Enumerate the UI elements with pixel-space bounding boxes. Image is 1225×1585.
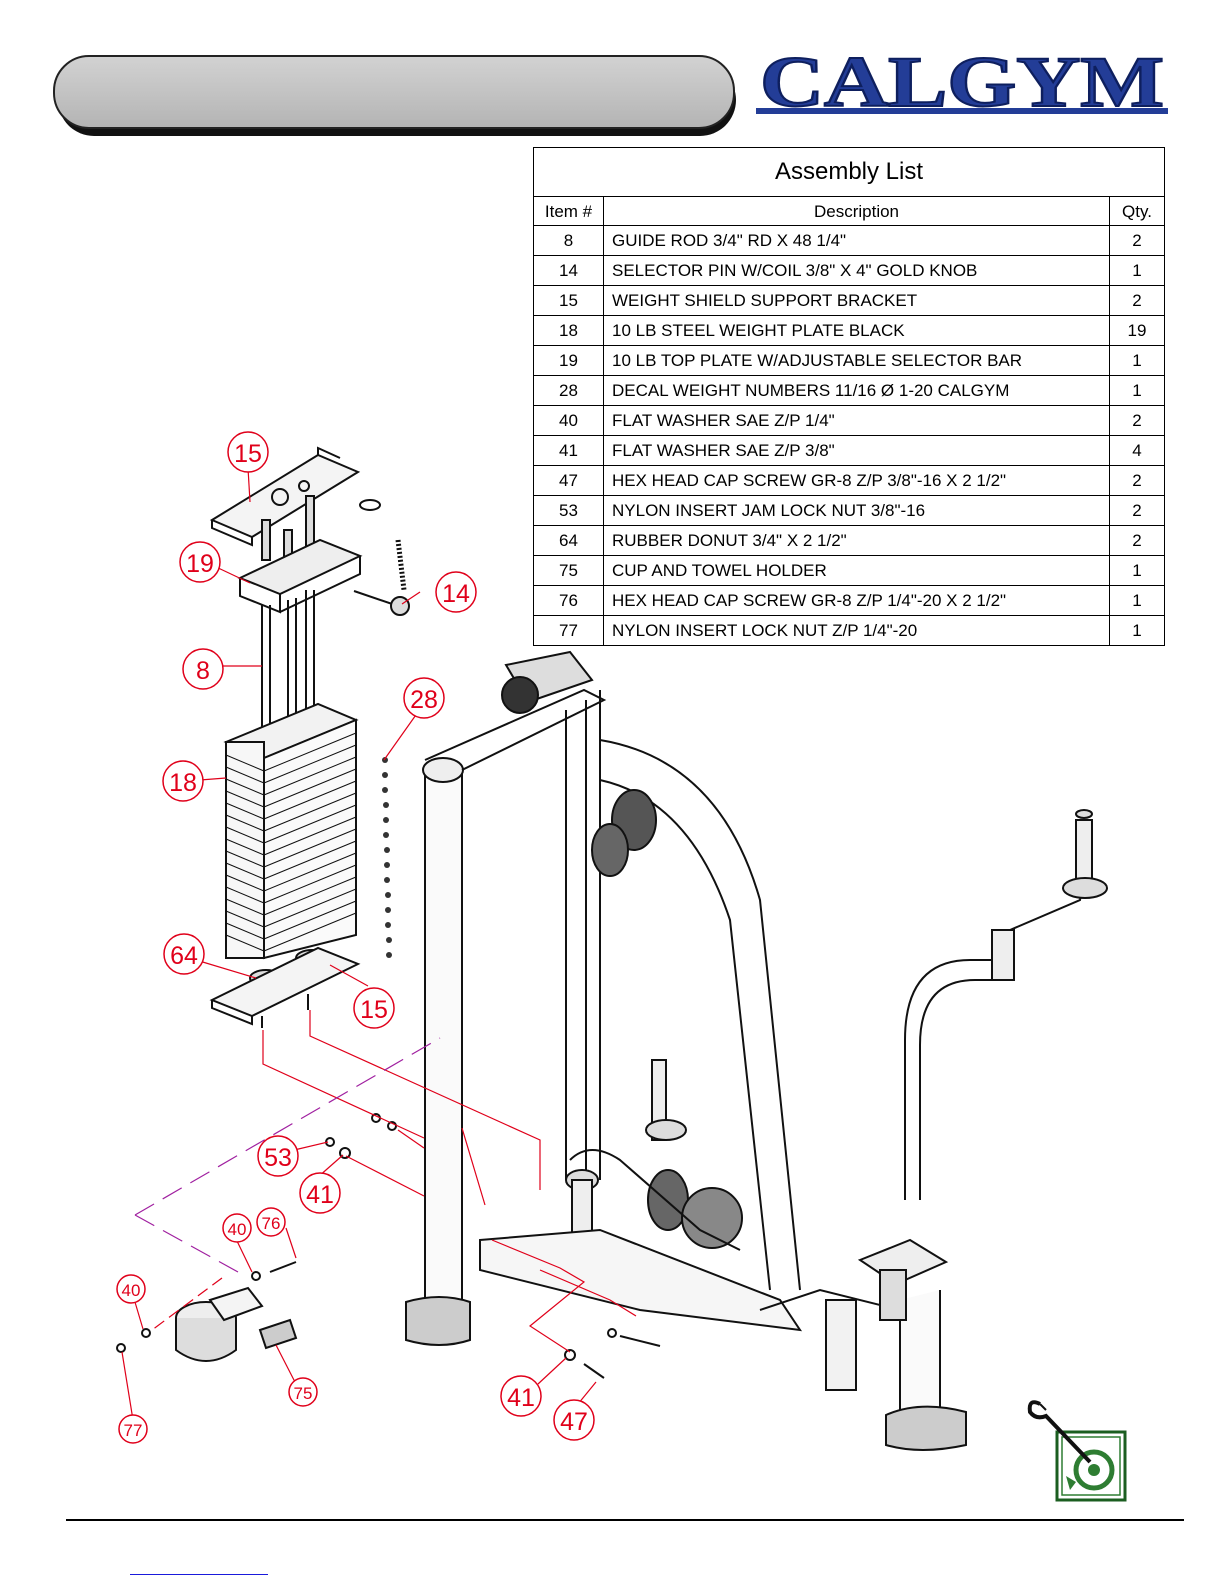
item-number: 47 [533,465,604,496]
item-description: HEX HEAD CAP SCREW GR-8 Z/P 3/8"-16 X 2 … [603,465,1110,496]
callout-19: 19 [186,550,214,578]
item-description: WEIGHT SHIELD SUPPORT BRACKET [603,285,1110,316]
item-qty: 1 [1108,255,1166,286]
item-description: CUP AND TOWEL HOLDER [603,555,1110,586]
callout-circle [435,571,477,613]
callout-circle [403,677,445,719]
callout-28: 28 [410,686,438,714]
item-number: 40 [533,405,604,436]
item-qty: 2 [1108,525,1166,556]
callout-18: 18 [169,769,197,797]
callout-41-lower: 41 [507,1384,535,1412]
item-description: RUBBER DONUT 3/4" X 2 1/2" [603,525,1110,556]
callout-circle [500,1375,542,1417]
callout-circle [353,987,395,1029]
calgym-logo: CALGYM [756,50,1168,120]
item-number: 41 [533,435,604,466]
callout-14: 14 [442,580,470,608]
item-number: 8 [533,225,604,256]
item-number: 76 [533,585,604,616]
callout-circle [182,648,224,690]
footer-rule [66,1519,1184,1521]
footer-link-underline[interactable] [130,1574,268,1575]
item-description: 10 LB STEEL WEIGHT PLATE BLACK [603,315,1110,346]
callout-circle [227,431,269,473]
item-qty: 2 [1108,495,1166,526]
callout-circle [179,541,221,583]
callout-15-top: 15 [234,440,262,468]
callout-circle [116,1274,146,1304]
callout-64: 64 [170,942,198,970]
item-number: 18 [533,315,604,346]
callout-circle [222,1213,252,1243]
callout-40-lower: 40 [122,1281,141,1300]
callout-circle [163,933,205,975]
item-description: GUIDE ROD 3/4" RD X 48 1/4" [603,225,1110,256]
item-qty: 1 [1108,585,1166,616]
callout-circle [257,1135,299,1177]
callout-77: 77 [124,1421,143,1440]
callout-53: 53 [264,1144,292,1172]
callout-40-upper: 40 [228,1220,247,1239]
callout-circle [299,1172,341,1214]
callout-15-bottom: 15 [360,996,388,1024]
assembly-list-title: Assembly List [532,147,1166,197]
item-qty: 1 [1108,555,1166,586]
item-qty: 1 [1108,375,1166,406]
weight-stack [209,446,410,1028]
callout-circle [553,1399,595,1441]
wrench-service-icon [1027,1400,1127,1502]
callout-76: 76 [262,1214,281,1233]
machine-frame [405,650,1108,1451]
callout-circle [288,1377,318,1407]
item-description: 10 LB TOP PLATE W/ADJUSTABLE SELECTOR BA… [603,345,1110,376]
item-number: 14 [533,255,604,286]
callout-circle [162,760,204,802]
item-description: NYLON INSERT LOCK NUT Z/P 1/4"-20 [603,615,1110,646]
item-qty: 2 [1108,405,1166,436]
item-qty: 2 [1108,465,1166,496]
cup-holder [175,1286,298,1362]
item-number: 15 [533,285,604,316]
column-header-description: Description [603,196,1110,226]
callout-circle [118,1414,148,1444]
item-qty: 1 [1108,615,1166,646]
callout-47: 47 [560,1408,588,1436]
column-header-qty: Qty. [1108,196,1166,226]
callout-circle [256,1207,286,1237]
header-banner [53,55,735,129]
callout-75: 75 [294,1384,313,1403]
callout-41-upper: 41 [306,1181,334,1209]
logo-text: CALGYM [760,50,1164,120]
callout-8: 8 [196,657,210,685]
item-number: 64 [533,525,604,556]
